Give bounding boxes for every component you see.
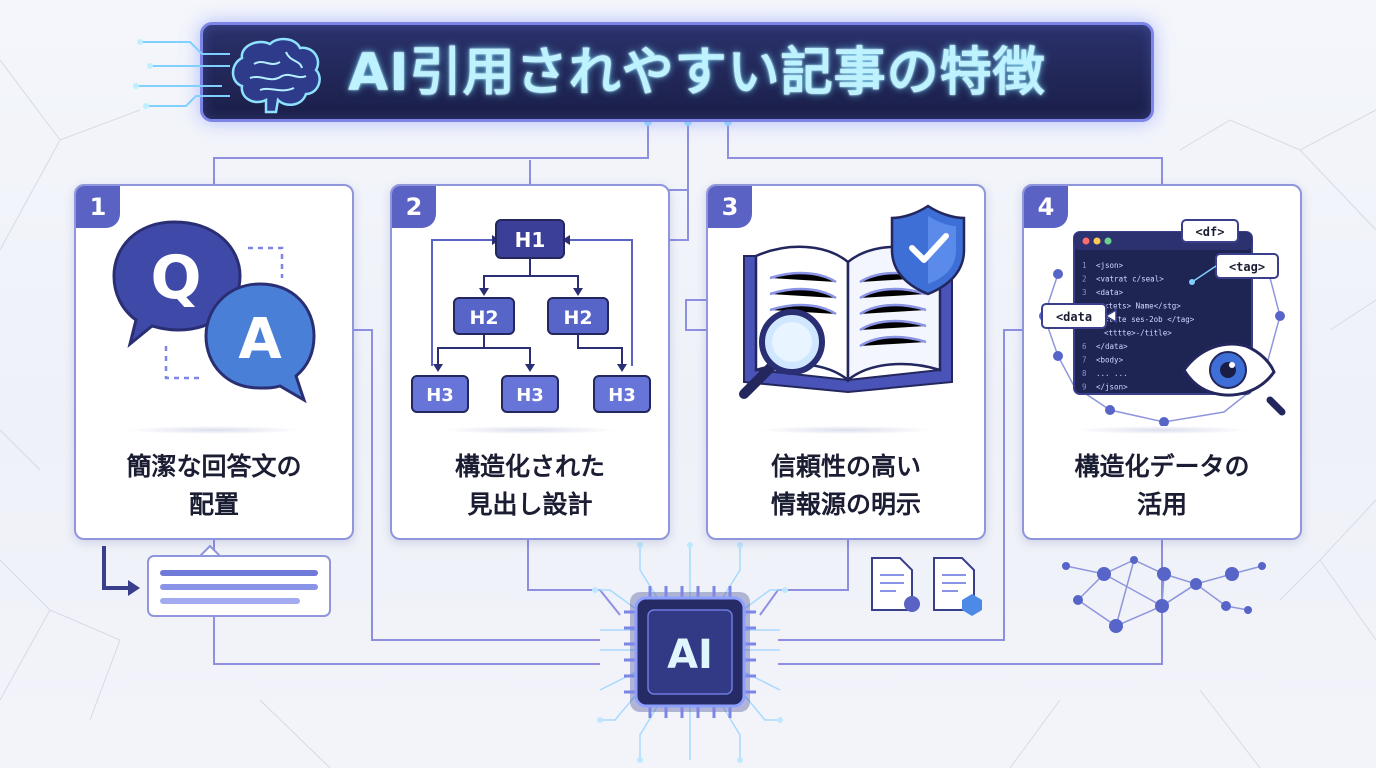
code-line-text: <data> — [1096, 288, 1124, 297]
tag-tag-label: <tag> — [1229, 260, 1265, 274]
code-line-text: </data> — [1096, 342, 1128, 351]
h2-label-left: H2 — [469, 307, 498, 329]
card-label-line2: 見出し設計 — [467, 490, 593, 519]
code-line-number: 2 — [1082, 275, 1087, 284]
h3-label-2: H3 — [516, 385, 544, 406]
h3-label-1: H3 — [426, 385, 454, 406]
page-title: AI引用されやすい記事の特徴 — [348, 43, 1046, 103]
icon-shadow — [126, 426, 302, 434]
answer-snippet-icon — [102, 544, 331, 617]
code-window-eye-icon: 1 <json> 2 <vatrat c/seal> 3 <data> <tets> Nam… — [1039, 219, 1286, 426]
card-label: 構造化された 見出し設計 — [392, 448, 668, 524]
card-label-line2: 情報源の明示 — [770, 490, 921, 519]
code-line-text: ... ... — [1096, 369, 1128, 378]
feature-card-4: 4 1 <json> 2 <vatrat c/seal> 3 <data> <tets> N… — [1022, 184, 1302, 540]
card-number: 2 — [392, 186, 436, 228]
h1-label: H1 — [515, 228, 546, 252]
feature-card-3: 3 信頼性の高い 情報源の明示 — [706, 184, 986, 540]
card-label-line1: 簡潔な回答文の — [126, 452, 302, 481]
code-line-number: 7 — [1082, 356, 1087, 365]
card-label: 構造化データの 活用 — [1024, 448, 1300, 524]
data-network-icon — [1062, 556, 1266, 633]
code-line-text: <vatrat c/seal> — [1096, 275, 1164, 284]
background-polygon-lines — [0, 59, 1376, 768]
a-letter: A — [238, 307, 282, 372]
code-line-number: 6 — [1082, 342, 1087, 351]
code-line-number: 3 — [1082, 288, 1087, 297]
card-number: 4 — [1024, 186, 1068, 228]
chip-traces — [595, 545, 785, 760]
card-label-line2: 配置 — [188, 490, 239, 519]
card-number: 3 — [708, 186, 752, 228]
df-tag-label: <df> — [1196, 225, 1225, 239]
code-lines: 1 <json> 2 <vatrat c/seal> 3 <data> <tets> Nam… — [1082, 261, 1195, 392]
card-label-line1: 構造化データの — [1074, 452, 1250, 481]
qa-speech-bubbles-icon: Q A — [112, 220, 316, 404]
chip-trace-ends — [592, 542, 788, 763]
card-label: 信頼性の高い 情報源の明示 — [708, 448, 984, 524]
chip-label: AI — [667, 632, 713, 678]
code-line-text: <body> — [1096, 356, 1124, 365]
h2-label-right: H2 — [563, 307, 592, 329]
code-line-number: 9 — [1082, 383, 1087, 392]
certificate-documents-icon — [871, 557, 982, 616]
card-label-line2: 活用 — [1136, 490, 1187, 519]
card-number: 1 — [76, 186, 120, 228]
card-label-line1: 信頼性の高い — [770, 452, 921, 481]
feature-card-1: 1 Q A 簡潔な回答文の 配置 — [74, 184, 354, 540]
h3-label-3: H3 — [608, 385, 636, 406]
code-line-text: <tets> Name</stg> — [1104, 302, 1181, 311]
card-label: 簡潔な回答文の 配置 — [76, 448, 352, 524]
code-line-text: <json> — [1096, 261, 1124, 270]
ai-chip-icon: AI — [624, 586, 756, 718]
code-line-text: <ttte ses-2ob </tag> — [1104, 315, 1195, 324]
connector-lines — [213, 122, 1163, 665]
brain-circuit-icon — [133, 37, 321, 114]
title-banner — [200, 22, 1154, 122]
icon-shadow — [442, 426, 618, 434]
book-magnifier-shield-icon — [739, 204, 966, 399]
feature-card-2: 2 H1 H2 H2 H3 H3 H3 構造化された 見出し設計 — [390, 184, 670, 540]
code-line-text: </json> — [1096, 383, 1128, 392]
card-label-line1: 構造化された — [454, 452, 605, 481]
code-line-number: 1 — [1082, 261, 1087, 270]
q-letter: Q — [150, 243, 201, 313]
code-line-text: <tttte>-/title> — [1104, 329, 1172, 338]
code-line-number: 8 — [1082, 369, 1087, 378]
icon-shadow — [1074, 426, 1250, 434]
icon-shadow — [758, 426, 934, 434]
heading-hierarchy-icon: H1 H2 H2 H3 H3 H3 — [411, 219, 651, 413]
data-tag-label: <data — [1056, 310, 1092, 324]
